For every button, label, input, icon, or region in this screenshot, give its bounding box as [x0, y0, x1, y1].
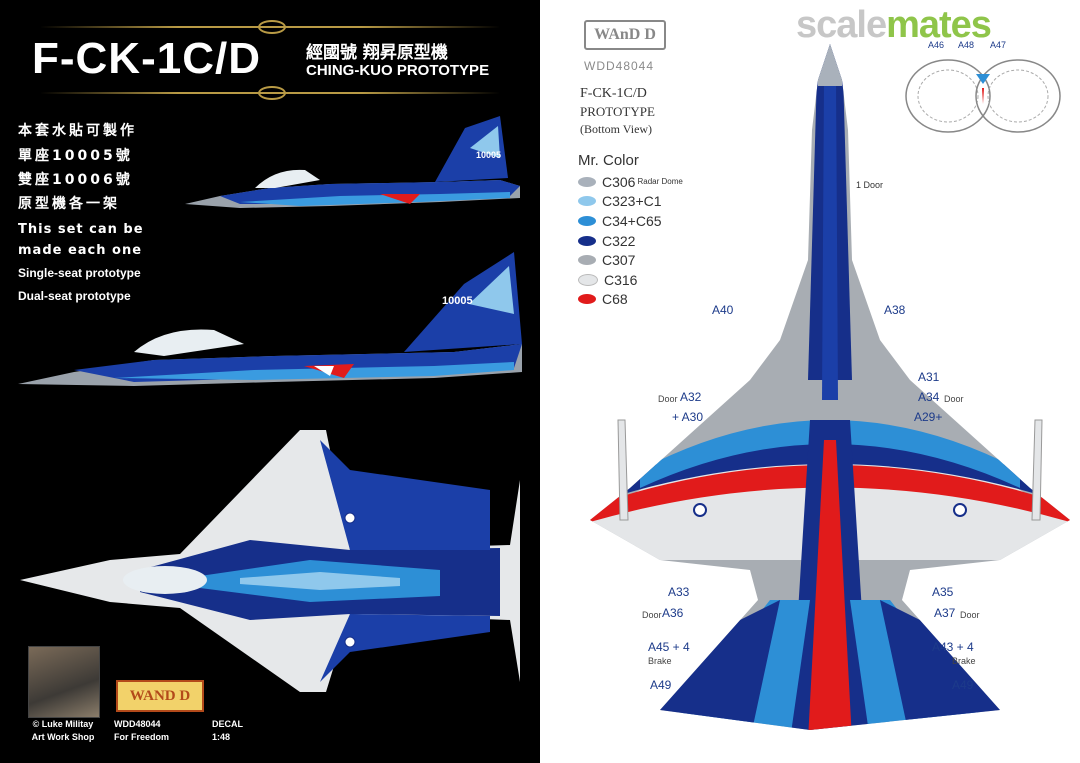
desc-cjk-4: 原型機各一架 [18, 196, 120, 212]
dual-seat-side-view: 10005 [18, 252, 522, 386]
legend-swatch [578, 273, 598, 286]
credit-line-1: © Luke Militay [32, 719, 94, 729]
label-a34: A34 [918, 390, 940, 404]
exhaust-inset [905, 59, 1061, 133]
label-a47: A47 [990, 40, 1007, 50]
desc-en-4: Dual-seat prototype [18, 289, 131, 303]
legend-swatch [578, 235, 596, 246]
top-plan-view [20, 430, 520, 692]
legend-code: C323+C1 [602, 193, 662, 210]
label-door1: 1 Door [856, 180, 884, 190]
right-subtitle: PROTOTYPE [580, 104, 655, 119]
legend-title: Mr. Color [578, 152, 639, 169]
single-tail-number: 10005 [476, 150, 501, 160]
legend-swatch [578, 215, 596, 226]
legend-item: C68 [578, 290, 683, 310]
label-door-a34: Door [944, 394, 964, 404]
bottom-view-plane [590, 44, 1070, 730]
page-title: F-CK-1C/D [32, 34, 261, 83]
artist-photo [28, 646, 100, 718]
label-a46: A46 [928, 40, 945, 50]
single-seat-side-view: 10005 [185, 116, 520, 208]
label-a38: A38 [884, 303, 906, 317]
legend-item: C307 [578, 250, 683, 270]
dual-tail-number: 10005 [442, 295, 473, 307]
label-a35: A35 [932, 585, 954, 599]
legend-note: Radar Dome [637, 177, 683, 187]
label-door-a32: Door [658, 394, 678, 404]
legend-code: C34+C65 [602, 212, 662, 229]
watermark-a: scale [796, 4, 887, 46]
right-view: (Bottom View) [580, 122, 653, 136]
label-door-a36: Door [642, 610, 662, 620]
legend-item: C323+C1 [578, 192, 683, 212]
right-title: F-CK-1C/D [580, 86, 647, 101]
left-panel: F-CK-1C/D 經國號 翔昇原型機 CHING-KUO PROTOTYPE … [0, 0, 540, 763]
label-brake-left: Brake [648, 656, 672, 666]
decal-scale: 1:48 [212, 732, 231, 742]
credit-line-2: Art Work Shop [31, 732, 95, 742]
decal-info: WDD48044 For Freedom DECAL 1:48 [114, 718, 243, 744]
desc-en-3: Single-seat prototype [18, 266, 141, 280]
watermark: scalemates [796, 4, 992, 47]
watermark-b: mates [886, 4, 992, 46]
legend-code: C307 [602, 252, 636, 269]
artist-credit: © Luke Militay Art Work Shop [18, 718, 108, 744]
right-panel: WAnD D WDD48044 scalemates F-CK-1C/D PRO… [540, 0, 1080, 763]
label-door-a37: Door [960, 610, 980, 620]
legend-code: C316 [604, 271, 638, 288]
label-a49-left: A49 [650, 678, 672, 692]
desc-en-2: made each one [18, 243, 143, 258]
legend-swatch [578, 176, 596, 187]
decal-type: DECAL [212, 719, 243, 729]
label-a45: A45 + 4 [648, 640, 690, 654]
label-a43: A43 + 4 [932, 640, 974, 654]
legend-swatch [578, 294, 596, 305]
product-code: WDD48044 [584, 59, 655, 73]
label-a31: A31 [918, 370, 940, 384]
brand-logo-right: WAnD D [584, 20, 666, 50]
desc-cjk-1: 本套水貼可製作 [18, 123, 137, 139]
title-cjk: 經國號 翔昇原型機 [306, 43, 448, 63]
label-a33: A33 [668, 585, 690, 599]
legend-code: C322 [602, 232, 636, 249]
legend-swatch [578, 196, 596, 207]
label-a32: A32 [680, 390, 702, 404]
label-a49-right: A49 [952, 678, 974, 692]
top-ornament-center [258, 20, 286, 34]
decal-series: For Freedom [114, 732, 170, 742]
legend-swatch [578, 255, 596, 266]
desc-cjk-2: 單座10005號 [18, 148, 133, 164]
label-a40: A40 [712, 303, 734, 317]
desc-en-1: This set can be [18, 222, 144, 237]
label-a37: A37 [934, 606, 956, 620]
brand-logo-left: WAND D [116, 680, 204, 712]
legend-item: C322 [578, 231, 683, 251]
label-a30: + A30 [672, 410, 704, 424]
label-a48: A48 [958, 40, 975, 50]
label-a36: A36 [662, 606, 684, 620]
desc-cjk-3: 雙座10006號 [18, 172, 133, 188]
bottom-ornament-center [258, 86, 286, 100]
legend-code: C68 [602, 291, 628, 308]
decal-code: WDD48044 [114, 719, 161, 729]
label-brake-right: Brake [952, 656, 976, 666]
label-a29: A29+ [914, 410, 943, 424]
legend-item: C34+C65 [578, 211, 683, 231]
subtitle: CHING-KUO PROTOTYPE [306, 62, 490, 79]
legend-item: C316 [578, 270, 683, 290]
legend-code: C306 [602, 173, 636, 190]
